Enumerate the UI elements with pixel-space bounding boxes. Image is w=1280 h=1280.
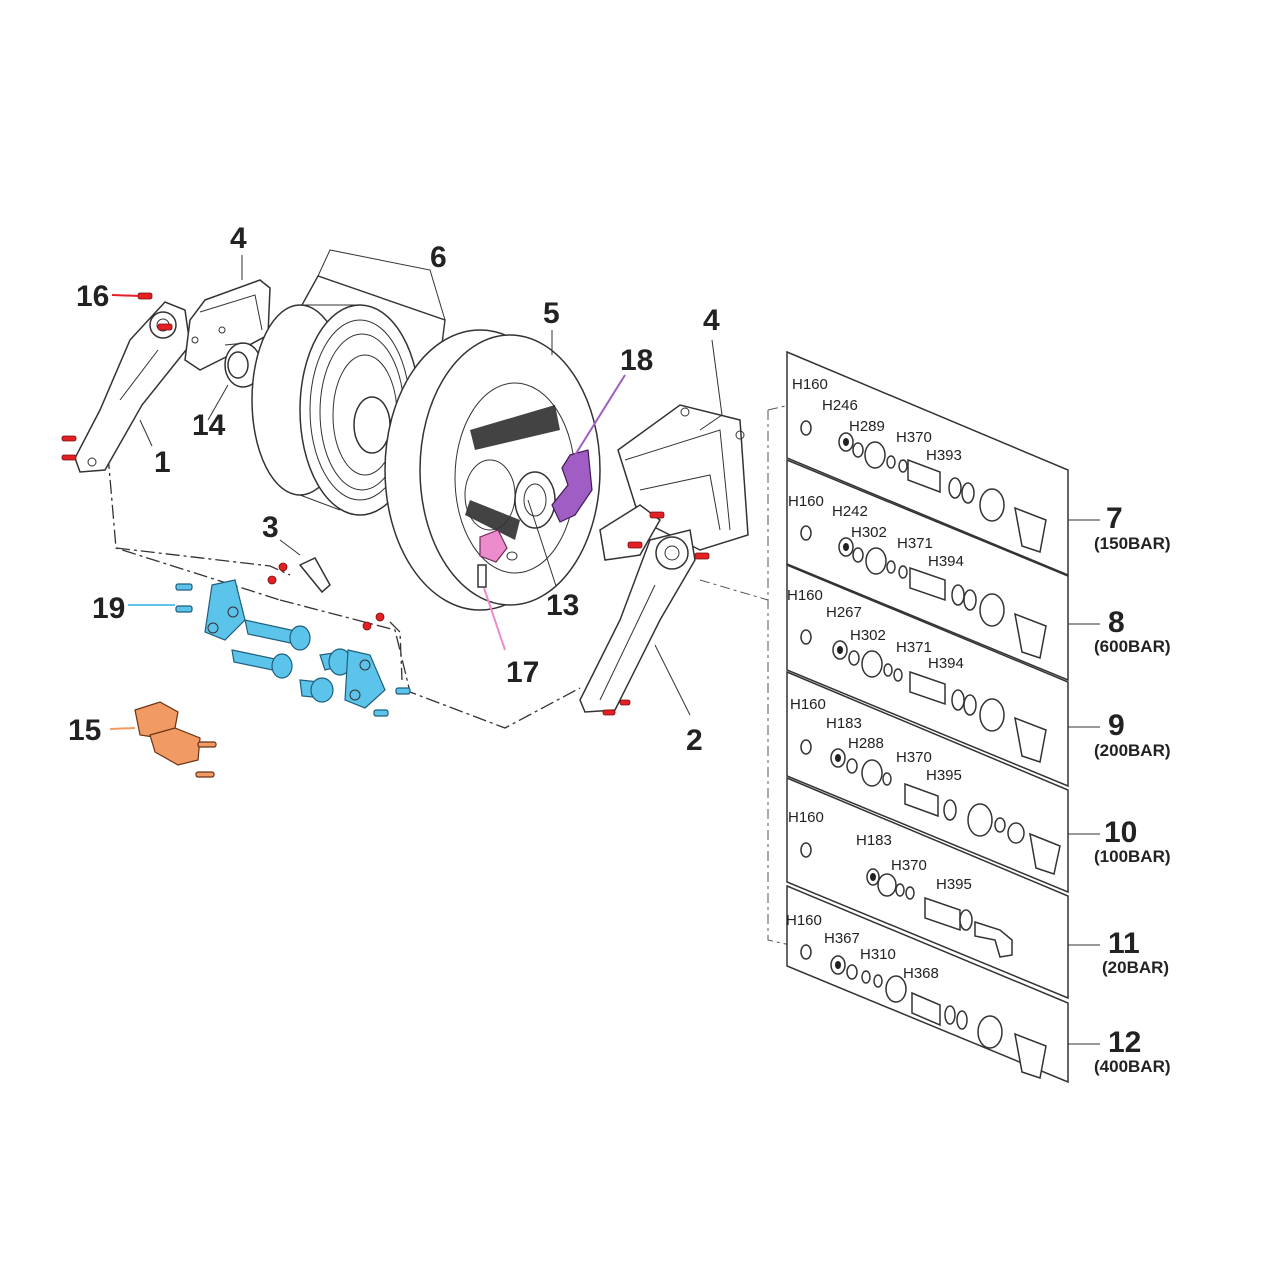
callout-3: 3 xyxy=(262,511,279,544)
kit-11-rating: (20BAR) xyxy=(1102,958,1169,977)
kit-10-code-1: H160 xyxy=(790,696,826,713)
bushing xyxy=(224,342,262,388)
kit-11-code-2: H183 xyxy=(856,832,892,849)
fasteners xyxy=(61,292,710,716)
kit-9-code-4: H371 xyxy=(896,639,932,656)
guide-bracket xyxy=(134,701,217,778)
callout-4-left: 4 xyxy=(230,222,247,255)
kit-7-code-3: H289 xyxy=(849,418,885,435)
swivel-kit-8: H160 H242 H302 H371 H394 8 (600BAR) xyxy=(786,458,1171,682)
kit-7-code-4: H370 xyxy=(896,429,932,446)
kit-9-code-1: H160 xyxy=(787,587,823,604)
callout-18: 18 xyxy=(620,344,653,377)
latch xyxy=(477,529,518,588)
hose-drum xyxy=(384,329,601,611)
callout-1: 1 xyxy=(154,446,171,479)
kit-12-code-2: H367 xyxy=(824,930,860,947)
left-arm xyxy=(74,301,191,473)
kit-12-code-1: H160 xyxy=(786,912,822,929)
kit-11-number: 11 xyxy=(1108,927,1140,960)
kit-8-code-4: H371 xyxy=(897,535,933,552)
kit-10-rating: (100BAR) xyxy=(1094,847,1171,866)
swivel-kit-11: H160 H183 H370 H395 11 (20BAR) xyxy=(786,776,1169,1000)
kit-9-rating: (200BAR) xyxy=(1094,741,1171,760)
callout-4-right: 4 xyxy=(703,304,720,337)
kit-8-code-1: H160 xyxy=(788,493,824,510)
kit-12-code-4: H368 xyxy=(903,965,939,982)
callout-16: 16 xyxy=(76,280,109,313)
kit-10-number: 10 xyxy=(1104,816,1137,849)
right-arm xyxy=(579,529,696,713)
kit-12-code-3: H310 xyxy=(860,946,896,963)
kit-9-number: 9 xyxy=(1108,709,1125,742)
swivel-kit-9: H160 H267 H302 H371 H394 9 (200BAR) xyxy=(786,563,1171,788)
callout-19: 19 xyxy=(92,592,125,625)
leader-lines xyxy=(109,249,723,730)
callout-2: 2 xyxy=(686,724,703,757)
swivel-kit-7: H160 H246 H289 H370 H393 7 (150BAR) xyxy=(786,350,1171,577)
kit-7-code-2: H246 xyxy=(822,397,858,414)
callout-6: 6 xyxy=(430,241,447,274)
kit-parts-row xyxy=(800,420,1047,553)
callout-15: 15 xyxy=(68,714,101,747)
kit-10-code-2: H183 xyxy=(826,715,862,732)
kit-8-number: 8 xyxy=(1108,606,1125,639)
kit-7-code-5: H393 xyxy=(926,447,962,464)
kit-7-rating: (150BAR) xyxy=(1094,534,1171,553)
kit-12-rating: (400BAR) xyxy=(1094,1057,1171,1076)
callout-17: 17 xyxy=(506,656,539,689)
bracket-assembly xyxy=(175,579,411,717)
kit-9-code-2: H267 xyxy=(826,604,862,621)
left-side-plate xyxy=(184,279,271,371)
callout-13: 13 xyxy=(546,589,579,622)
kit-11-code-3: H370 xyxy=(891,857,927,874)
kit-11-code-1: H160 xyxy=(788,809,824,826)
small-plate xyxy=(298,557,331,594)
kit-9-code-3: H302 xyxy=(850,627,886,644)
swivel-kit-12: H160 H367 H310 H368 12 (400BAR) xyxy=(786,884,1171,1084)
kit-8-code-2: H242 xyxy=(832,503,868,520)
kit-11-code-4: H395 xyxy=(936,876,972,893)
callout-labels: 16 1 4 6 5 14 18 4 3 13 19 17 2 15 xyxy=(68,222,720,757)
callout-5: 5 xyxy=(543,297,560,330)
cam-segment xyxy=(551,449,593,523)
kit-10-code-3: H288 xyxy=(848,735,884,752)
kit-8-code-5: H394 xyxy=(928,553,964,570)
kit-9-code-5: H394 xyxy=(928,655,964,672)
kit-10-code-4: H370 xyxy=(896,749,932,766)
kit-8-code-3: H302 xyxy=(851,524,887,541)
kit-10-code-5: H395 xyxy=(926,767,962,784)
swivel-kit-10: H160 H183 H288 H370 H395 10 (100BAR) xyxy=(786,670,1171,894)
kit-12-number: 12 xyxy=(1108,1026,1141,1059)
kit-7-number: 7 xyxy=(1106,502,1123,535)
kit-8-rating: (600BAR) xyxy=(1094,637,1171,656)
kit-7-code-1: H160 xyxy=(792,376,828,393)
callout-14: 14 xyxy=(192,409,226,442)
